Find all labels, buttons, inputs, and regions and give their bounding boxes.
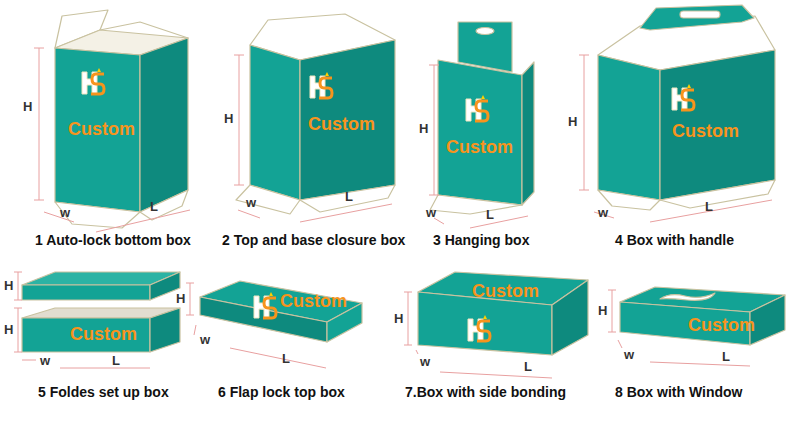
- dimension-label: H: [176, 292, 185, 306]
- dimension-label: w: [200, 333, 210, 347]
- box-caption: 6 Flap lock top box: [218, 385, 345, 400]
- dimension-label: H: [394, 312, 403, 326]
- dimension-label: H: [568, 115, 577, 129]
- custom-print-text: Custom: [308, 115, 375, 135]
- dimension-label: w: [624, 348, 634, 362]
- box-caption: 2 Top and base closure box: [222, 233, 405, 248]
- dimension-label: H: [4, 279, 13, 293]
- dimension-label: w: [598, 206, 608, 220]
- dimension-label: H: [4, 323, 13, 337]
- box-caption: 8 Box with Window: [615, 385, 742, 400]
- box-caption: 3 Hanging box: [433, 233, 529, 248]
- dimension-label: L: [524, 360, 532, 374]
- custom-print-text: Custom: [688, 316, 755, 336]
- custom-print-text: Custom: [672, 122, 739, 142]
- dimension-label: w: [246, 196, 256, 210]
- dimension-label: w: [420, 355, 430, 369]
- dimension-label: L: [705, 200, 713, 214]
- dimension-label: L: [722, 350, 730, 364]
- dimension-label: H: [224, 112, 233, 126]
- dimension-label: H: [598, 304, 607, 318]
- box-caption: 4 Box with handle: [615, 233, 734, 248]
- dimension-label: L: [150, 200, 158, 214]
- dimension-label: w: [426, 206, 436, 220]
- box-caption: 7.Box with side bonding: [405, 385, 566, 400]
- dimension-label: H: [419, 122, 428, 136]
- dimension-label: w: [60, 206, 70, 220]
- custom-print-text: Custom: [70, 325, 137, 345]
- box-caption: 1 Auto-lock bottom box: [35, 233, 191, 248]
- custom-print-text: Custom: [472, 282, 539, 302]
- dimension-label: L: [112, 354, 120, 368]
- dimension-label: H: [23, 100, 32, 114]
- custom-print-text: Custom: [280, 292, 347, 312]
- dimension-label: L: [345, 190, 353, 204]
- dimension-label: L: [486, 208, 494, 222]
- dimension-label: w: [40, 354, 50, 368]
- box-caption: 5 Foldes set up box: [38, 385, 169, 400]
- dimension-label: L: [282, 352, 290, 366]
- custom-print-text: Custom: [446, 138, 513, 158]
- custom-print-text: Custom: [68, 120, 135, 140]
